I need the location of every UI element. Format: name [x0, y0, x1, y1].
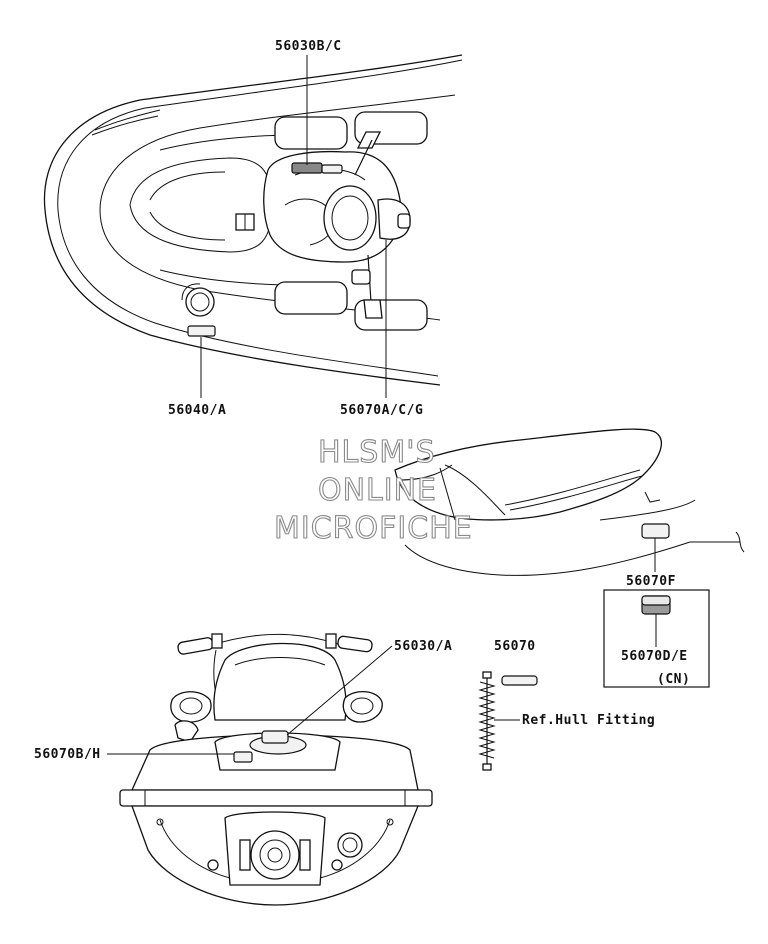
- label-ref-hull-fitting: Ref.Hull Fitting: [522, 713, 655, 728]
- label-56070f: 56070F: [626, 574, 676, 589]
- detail-box-cn: 56070D/E (CN): [603, 589, 710, 688]
- label-56040a: 56040/A: [168, 403, 226, 418]
- label-56030a: 56030/A: [394, 639, 452, 654]
- watermark-line1: HLSM'S: [318, 435, 436, 470]
- top-view-hull: [43, 54, 463, 386]
- seat-side-view: [394, 428, 745, 576]
- rear-view-hull: [119, 633, 433, 906]
- label-56070: 56070: [494, 639, 536, 654]
- label-56070de: 56070D/E: [621, 649, 688, 664]
- watermark-line2: ONLINE: [318, 473, 437, 508]
- decal-56070-strip: [501, 675, 538, 686]
- watermark: HLSM'S ONLINE MICROFICHE: [273, 434, 473, 546]
- label-56070acg: 56070A/C/G: [340, 403, 423, 418]
- label-cn: (CN): [657, 672, 690, 687]
- watermark-line3: MICROFICHE: [274, 511, 473, 546]
- label-56030bc: 56030B/C: [275, 39, 342, 54]
- label-56070bh: 56070B/H: [34, 747, 101, 762]
- hull-fitting-spring: [478, 671, 496, 771]
